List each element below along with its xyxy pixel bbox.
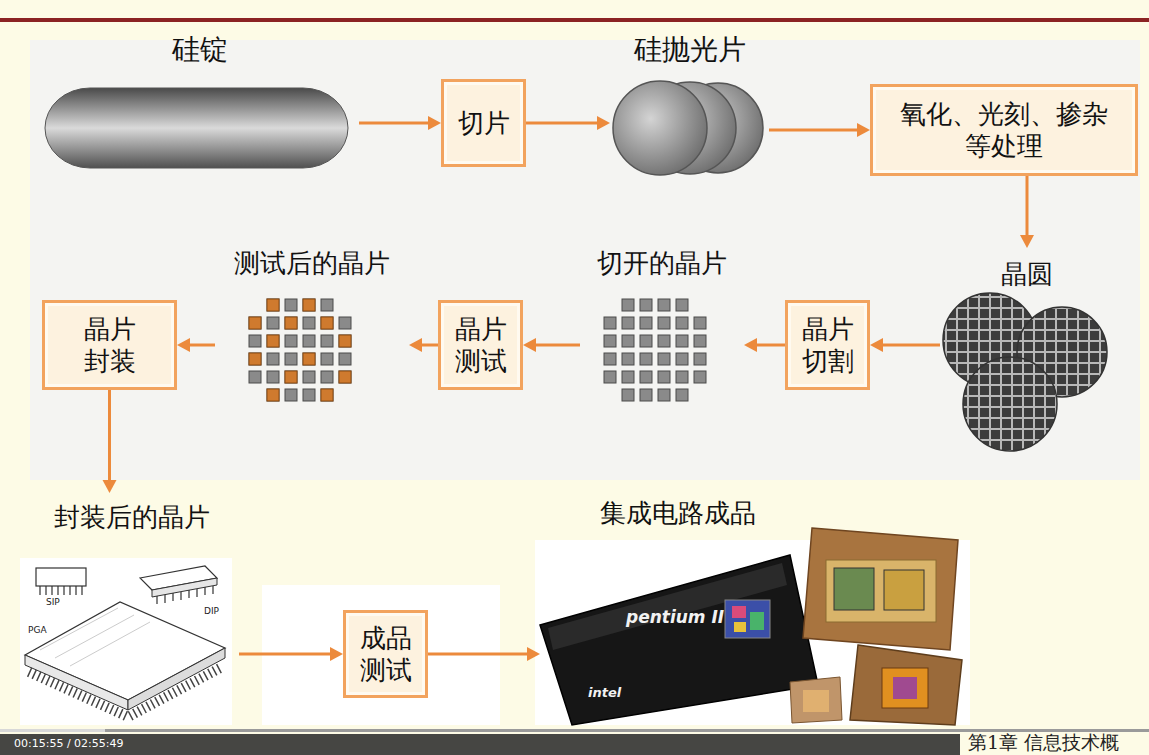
step-label: 成品 测试 (357, 622, 414, 687)
process-box: 晶片 切割 (785, 300, 870, 390)
flow-arrow (744, 338, 785, 352)
arrow-head (523, 338, 536, 352)
arrow-shaft (108, 390, 111, 482)
text-label: DIP (204, 607, 219, 617)
silicon-ingot (45, 88, 348, 168)
illustration-caption: 晶圆 (940, 258, 1114, 291)
text-label: intel (588, 686, 621, 700)
arrow-shaft (1026, 176, 1029, 237)
arrow-head (1020, 235, 1034, 248)
arrow-head (527, 647, 540, 661)
flow-arrow (523, 338, 580, 352)
progress-played (0, 729, 105, 732)
arrow-head (103, 480, 117, 493)
arrow-head (744, 338, 757, 352)
illustration-caption: 集成电路成品 (600, 497, 974, 530)
process-box: 成品 测试 (343, 610, 428, 698)
flow-arrow (526, 116, 610, 130)
text-label: 00:15:55 / 02:55:49 (14, 738, 124, 750)
arrow-shaft (526, 122, 599, 125)
arrow-shaft (239, 653, 332, 656)
illustration-caption: 封装后的晶片 (25, 501, 239, 534)
arrow-shaft (188, 344, 215, 347)
illustration-node: 硅锭 (40, 28, 359, 178)
flow-arrow (870, 338, 940, 352)
arrow-head (330, 647, 343, 661)
illustration-caption: 切开的晶片 (580, 247, 744, 280)
illustration-caption: 硅锭 (40, 32, 359, 67)
illustration-node: 测试后的晶片 (215, 243, 409, 403)
video-bar (0, 734, 960, 755)
process-box: 切片 (441, 79, 526, 167)
text-label: pentium II (626, 608, 724, 627)
flow-arrow (428, 647, 540, 661)
cut-dies (604, 299, 706, 401)
package-illustration (20, 558, 232, 725)
arrow-head (857, 123, 870, 137)
flow-arrow (359, 116, 441, 130)
arrow-shaft (881, 344, 940, 347)
illustration-node: 硅抛光片 (610, 28, 769, 178)
step-label: 晶片 切割 (799, 313, 856, 378)
arrow-shaft (359, 122, 430, 125)
process-box: 晶片 封装 (42, 300, 177, 390)
illustration-node: 晶圆 (940, 248, 1114, 453)
process-box: 氧化、光刻、掺杂 等处理 (870, 84, 1138, 176)
flow-arrow (409, 338, 438, 352)
arrow-shaft (420, 344, 438, 347)
text-label: SIP (46, 598, 60, 608)
top-rule (0, 18, 1149, 22)
flow-arrow (239, 647, 343, 661)
text-label: PGA (28, 626, 47, 636)
illustration-node: 切开的晶片 (580, 243, 744, 403)
arrow-head (428, 116, 441, 130)
text-label: 第1章 信息技术概 (968, 732, 1119, 753)
product-photo (535, 528, 970, 725)
illustration-caption: 测试后的晶片 (215, 247, 409, 280)
step-label: 切片 (455, 107, 512, 140)
arrow-shaft (769, 129, 859, 132)
step-label: 晶片 测试 (452, 313, 509, 378)
arrow-shaft (755, 344, 785, 347)
tested-die-marks (249, 299, 351, 401)
arrow-head (409, 338, 422, 352)
arrow-head (177, 338, 190, 352)
step-label: 晶片 封装 (81, 313, 138, 378)
tested-dies (249, 299, 351, 401)
illustration-caption: 硅抛光片 (610, 32, 769, 67)
arrow-head (597, 116, 610, 130)
flow-arrow (1020, 176, 1034, 248)
step-label: 氧化、光刻、掺杂 等处理 (895, 98, 1113, 163)
flow-arrow (177, 338, 215, 352)
arrow-shaft (428, 653, 529, 656)
processed-wafers (943, 293, 1107, 451)
flow-arrow (103, 390, 117, 493)
process-box: 晶片 测试 (438, 300, 523, 390)
arrow-head (870, 338, 883, 352)
flow-arrow (769, 123, 870, 137)
upper-panel (30, 40, 1140, 480)
arrow-shaft (534, 344, 580, 347)
polished-wafers (613, 81, 763, 175)
